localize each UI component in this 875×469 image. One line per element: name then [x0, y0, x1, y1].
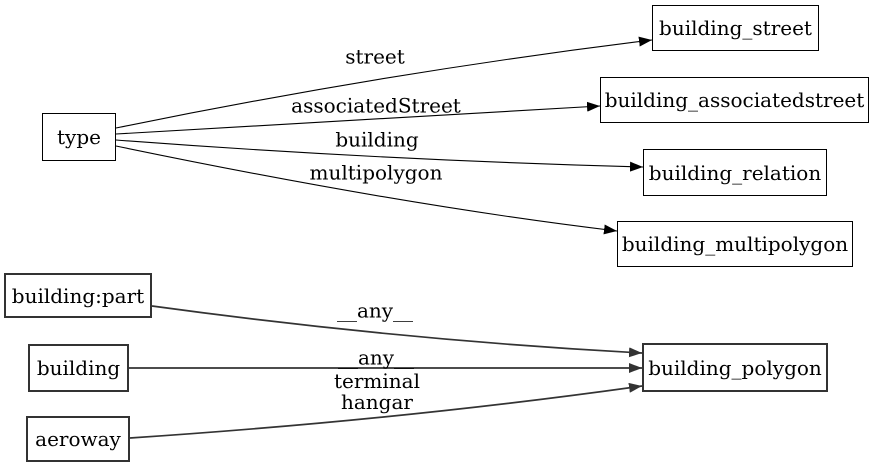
node-building-multipolygon-label: building_multipolygon	[621, 232, 849, 256]
node-building-relation-label: building_relation	[648, 160, 822, 185]
edge-label-terminal: terminal	[334, 369, 420, 393]
node-building-associatedstreet: building_associatedstreet	[600, 77, 869, 123]
node-aeroway-label: aeroway	[35, 427, 121, 451]
node-building-part-label: building:part	[11, 283, 145, 308]
node-building-street-label: building_street	[659, 16, 812, 40]
node-type: type	[42, 113, 116, 161]
node-building-associatedstreet-label: building_associatedstreet	[604, 88, 865, 112]
node-aeroway: aeroway	[26, 416, 130, 462]
edge-label-any-2: __any__	[337, 345, 415, 370]
node-building-polygon: building_polygon	[642, 343, 828, 392]
node-building-label: building	[36, 356, 121, 380]
edge-label-street: street	[345, 44, 405, 69]
edge-aeroway-building-polygon	[129, 382, 643, 439]
node-building: building	[28, 344, 129, 392]
edge-type-building-street	[115, 36, 653, 129]
node-building-street: building_street	[652, 5, 819, 51]
node-building-part: building:part	[4, 273, 152, 318]
node-type-label: type	[57, 125, 101, 149]
edge-label-any-1: __any__	[336, 298, 414, 323]
node-building-multipolygon: building_multipolygon	[617, 221, 853, 267]
edge-label-multipolygon: multipolygon	[309, 160, 443, 185]
edge-type-building-associatedstreet	[115, 101, 601, 135]
edge-label-building: building	[335, 127, 419, 152]
edge-type-building-multipolygon	[115, 145, 618, 235]
edge-label-terminal-hangar: terminal hangar	[334, 371, 420, 413]
edge-type-building-relation	[115, 139, 644, 172]
node-building-polygon-label: building_polygon	[648, 355, 822, 380]
edge-label-associatedstreet: associatedStreet	[291, 93, 461, 118]
node-building-relation: building_relation	[643, 149, 827, 196]
edge-buildingpart-building-polygon	[151, 305, 643, 358]
edge-label-hangar: hangar	[341, 390, 413, 414]
